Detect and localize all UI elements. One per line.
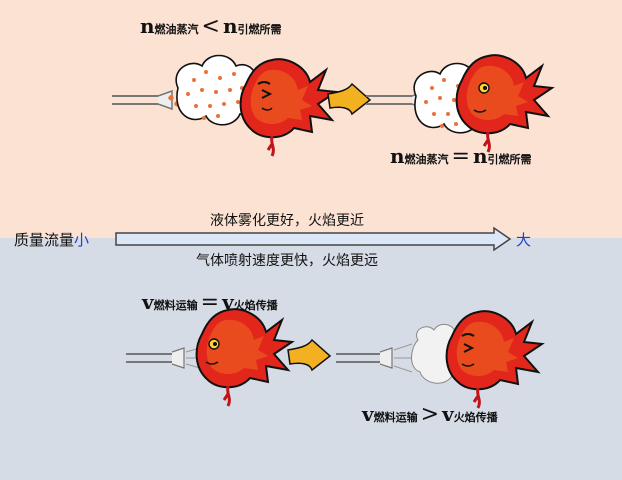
top-equation-before: n 燃油蒸汽 < n 引燃所需: [140, 14, 282, 38]
eq-operator: <: [201, 14, 220, 39]
top-equation-after: n 燃油蒸汽 = n 引燃所需: [390, 144, 532, 168]
mass-flow-text: 质量流量: [14, 231, 75, 249]
transition-arrow-top: [327, 83, 371, 115]
eq-symbol-2: n: [472, 144, 488, 168]
flame-character: [239, 57, 338, 158]
eq-subscript-2: 引燃所需: [487, 153, 532, 166]
eq-symbol: v: [362, 402, 374, 426]
eq-symbol: v: [142, 290, 154, 314]
eq-subscript-2: 火焰传播: [453, 411, 498, 424]
eq-operator: =: [451, 144, 470, 169]
eq-subscript-2: 火焰传播: [233, 299, 278, 312]
eq-symbol-2: n: [222, 14, 238, 38]
eq-operator: >: [420, 402, 440, 427]
transition-arrow-bottom: [287, 339, 331, 371]
eq-subscript: 燃料运输: [153, 299, 198, 312]
gas-nozzle-2: [336, 343, 416, 373]
gas-nozzle: [126, 347, 202, 369]
eq-symbol: n: [140, 14, 155, 38]
flame-character-4: [445, 309, 544, 410]
mass-flow-small: 小: [74, 231, 90, 249]
eq-operator: =: [200, 290, 220, 315]
axis-note-above: 液体雾化更好，火焰更近: [210, 213, 364, 229]
eq-symbol-2: v: [442, 402, 454, 426]
eq-subscript: 燃油蒸汽: [404, 153, 449, 166]
spray-nozzle: [111, 90, 173, 110]
eq-symbol: n: [390, 144, 405, 168]
flame-character-3: [195, 307, 294, 408]
eq-subscript-2: 引燃所需: [237, 23, 282, 36]
bottom-equation-after: v 燃料运输 > v 火焰传播: [362, 402, 498, 426]
mass-flow-label: 质量流量小: [14, 229, 89, 250]
bottom-equation-before: v 燃料运输 = v 火焰传播: [142, 290, 278, 314]
eq-symbol-2: v: [222, 290, 234, 314]
axis-note-below: 气体喷射速度更快，火焰更远: [196, 253, 378, 269]
mass-flow-big: 大: [516, 231, 532, 249]
mass-flow-axis-arrow: [115, 226, 512, 252]
eq-subscript: 燃油蒸汽: [154, 23, 199, 36]
flame-character-2: [455, 53, 554, 154]
eq-subscript: 燃料运输: [373, 411, 418, 424]
